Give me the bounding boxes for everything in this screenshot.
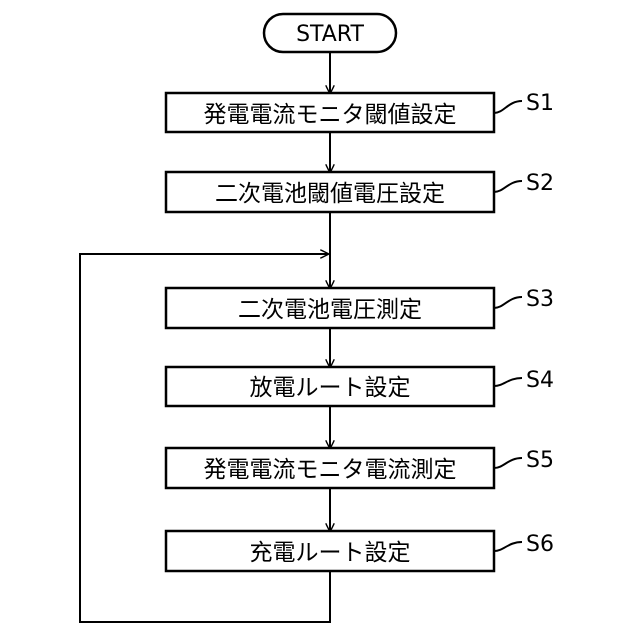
process-label-s4: 放電ルート設定 [250,375,411,401]
process-box-s5: 発電電流モニタ電流測定 [166,448,494,488]
process-box-s4: 放電ルート設定 [166,367,494,406]
step-leader-s5 [494,458,522,468]
step-leader-s4 [494,378,522,386]
process-box-s6: 充電ルート設定 [166,531,494,571]
step-id-s6: S6 [526,532,554,557]
start-label: START [296,22,364,47]
step-id-s3: S3 [526,287,554,312]
process-label-s6: 充電ルート設定 [250,540,411,566]
step-leader-s6 [494,542,522,551]
step-id-s1: S1 [526,91,554,116]
step-id-s4: S4 [526,368,554,393]
step-leader-s1 [494,101,522,113]
process-label-s2: 二次電池閾値電圧設定 [215,181,445,207]
process-box-s1: 発電電流モニタ閾値設定 [166,93,494,132]
process-box-s3: 二次電池電圧測定 [166,288,494,328]
process-label-s1: 発電電流モニタ閾値設定 [204,102,457,128]
process-label-s5: 発電電流モニタ電流測定 [204,457,457,483]
process-box-s2: 二次電池閾値電圧設定 [166,172,494,212]
start-terminal: START [264,14,396,52]
step-id-s5: S5 [526,448,554,473]
step-leader-s3 [494,297,522,308]
step-leader-s2 [494,181,522,192]
process-label-s3: 二次電池電圧測定 [238,297,422,323]
step-id-s2: S2 [526,171,554,196]
